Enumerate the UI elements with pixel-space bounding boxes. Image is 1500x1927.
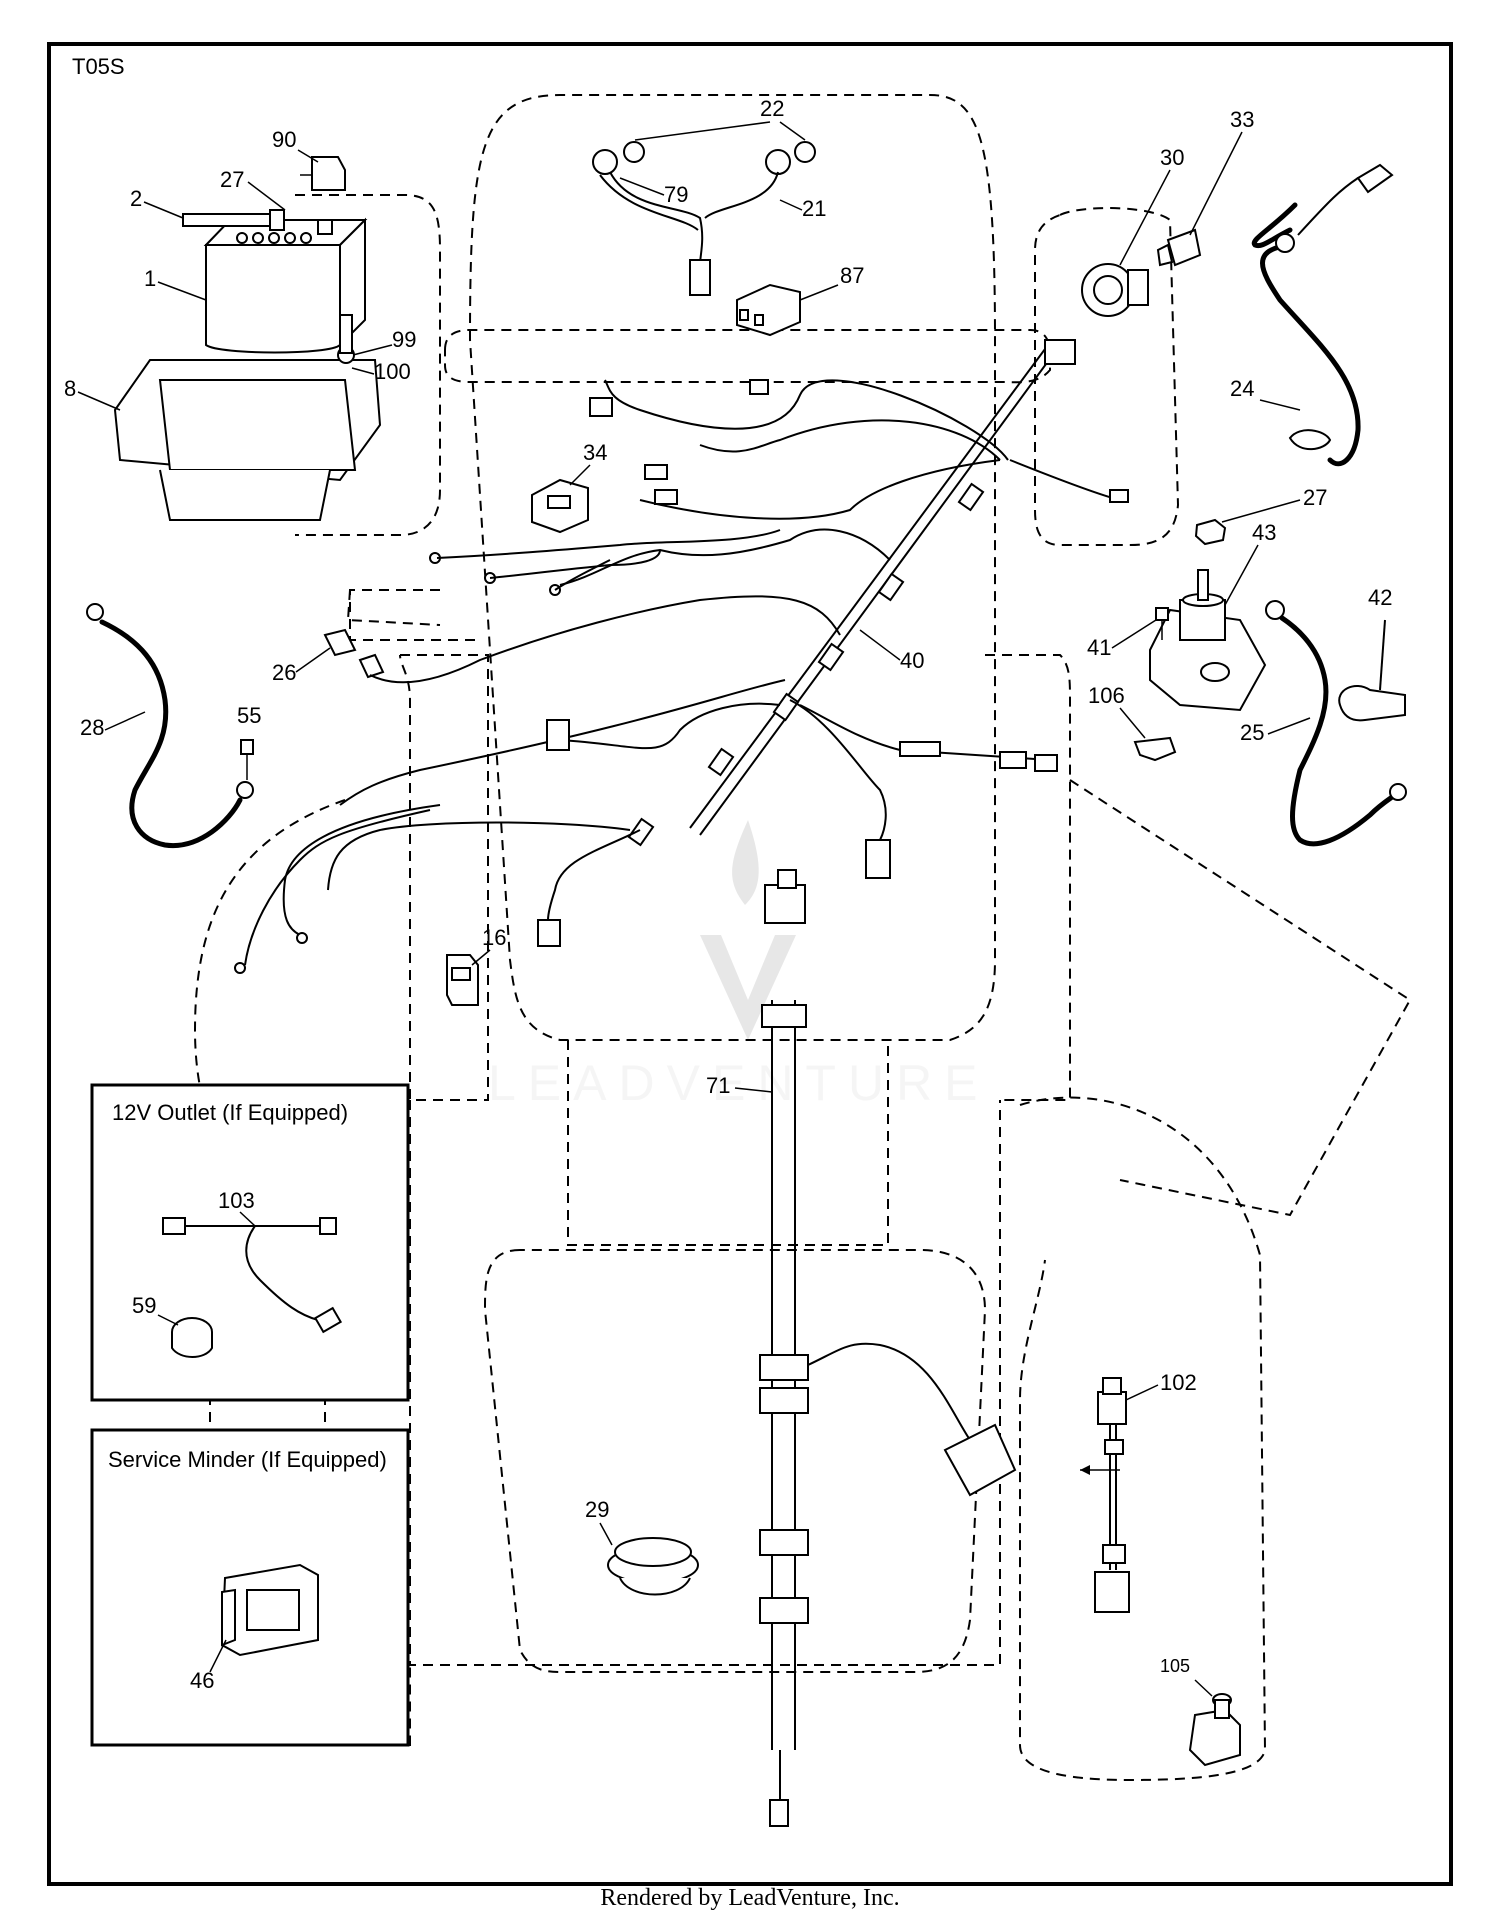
part-label-21: 21	[802, 196, 826, 221]
part-label-8: 8	[64, 376, 76, 401]
part-label-27-battery: 27	[220, 167, 244, 192]
part-label-16: 16	[482, 925, 506, 950]
battery-cable-25	[1265, 600, 1407, 847]
part-label-106: 106	[1088, 683, 1125, 708]
ignition-switch	[1081, 263, 1149, 317]
part-label-25: 25	[1240, 720, 1264, 745]
part-label-29: 29	[585, 1497, 609, 1522]
harness-102	[1080, 1377, 1130, 1613]
part-label-30: 30	[1160, 145, 1184, 170]
part-label-42: 42	[1368, 585, 1392, 610]
headlight-harness	[592, 141, 816, 296]
part-label-24: 24	[1230, 376, 1254, 401]
relay	[736, 283, 801, 337]
part-label-103: 103	[218, 1188, 255, 1213]
starter-solenoid	[1149, 569, 1267, 712]
part-label-26: 26	[272, 660, 296, 685]
terminal-boot	[1338, 619, 1406, 722]
fuse-holder	[323, 628, 385, 679]
part-label-2: 2	[130, 186, 142, 211]
part-label-22: 22	[760, 96, 784, 121]
part-label-71: 71	[706, 1073, 730, 1098]
watermark-text: LEADVENTURE	[488, 1055, 990, 1111]
service-minder-display	[220, 1563, 319, 1657]
seat-harness	[759, 869, 1017, 1827]
ignition-key	[1156, 228, 1202, 267]
part-label-34: 34	[583, 440, 607, 465]
part-label-55: 55	[237, 703, 261, 728]
part-label-43: 43	[1252, 520, 1276, 545]
part-labels: 1 2 8 27 90 99 100 22 79 21 87 30	[64, 96, 1392, 1697]
part-label-99: 99	[392, 327, 416, 352]
part-label-28: 28	[80, 715, 104, 740]
inset-service-minder-title: Service Minder (If Equipped)	[108, 1447, 387, 1472]
battery	[203, 217, 368, 354]
part-label-33: 33	[1230, 107, 1254, 132]
plunger-button	[607, 1537, 699, 1596]
battery-tray	[113, 359, 382, 521]
bolt-41	[1155, 607, 1169, 640]
outlet-harness	[162, 1217, 343, 1334]
part-label-27-solenoid: 27	[1303, 485, 1327, 510]
battery-cable-24	[1251, 163, 1394, 467]
switch-34	[531, 478, 589, 534]
module-105	[1188, 1693, 1241, 1767]
ground-cable-28	[86, 603, 254, 849]
diagram-code: T05S	[72, 54, 125, 79]
frame-outlines	[193, 94, 1412, 1782]
part-label-41: 41	[1087, 635, 1111, 660]
switch-16	[446, 954, 479, 1006]
part-label-102: 102	[1160, 1370, 1197, 1395]
diagram-border	[47, 42, 1453, 1886]
watermark: LEADVENTURE	[488, 820, 990, 1111]
screw-55	[240, 739, 254, 780]
main-harness	[234, 339, 1129, 974]
inset-12v-outlet-title: 12V Outlet (If Equipped)	[112, 1100, 348, 1125]
part-label-87: 87	[840, 263, 864, 288]
battery-hold-bolt	[337, 314, 355, 364]
part-label-100: 100	[374, 359, 411, 384]
part-label-1: 1	[144, 266, 156, 291]
part-label-59: 59	[132, 1293, 156, 1318]
part-label-90: 90	[272, 127, 296, 152]
inset-12v-outlet: 12V Outlet (If Equipped)	[90, 1083, 410, 1402]
nut-27	[1194, 518, 1227, 546]
inset-service-minder: Service Minder (If Equipped)	[90, 1428, 410, 1747]
rendered-by-footer: Rendered by LeadVenture, Inc.	[600, 1885, 900, 1911]
part-label-40: 40	[900, 648, 924, 673]
part-label-105: 105	[1160, 1656, 1190, 1676]
battery-cover-cap	[300, 156, 346, 191]
part-label-79: 79	[664, 182, 688, 207]
outlet-socket	[171, 1317, 213, 1358]
battery-bolt	[182, 209, 285, 231]
clip-106	[1133, 736, 1177, 762]
